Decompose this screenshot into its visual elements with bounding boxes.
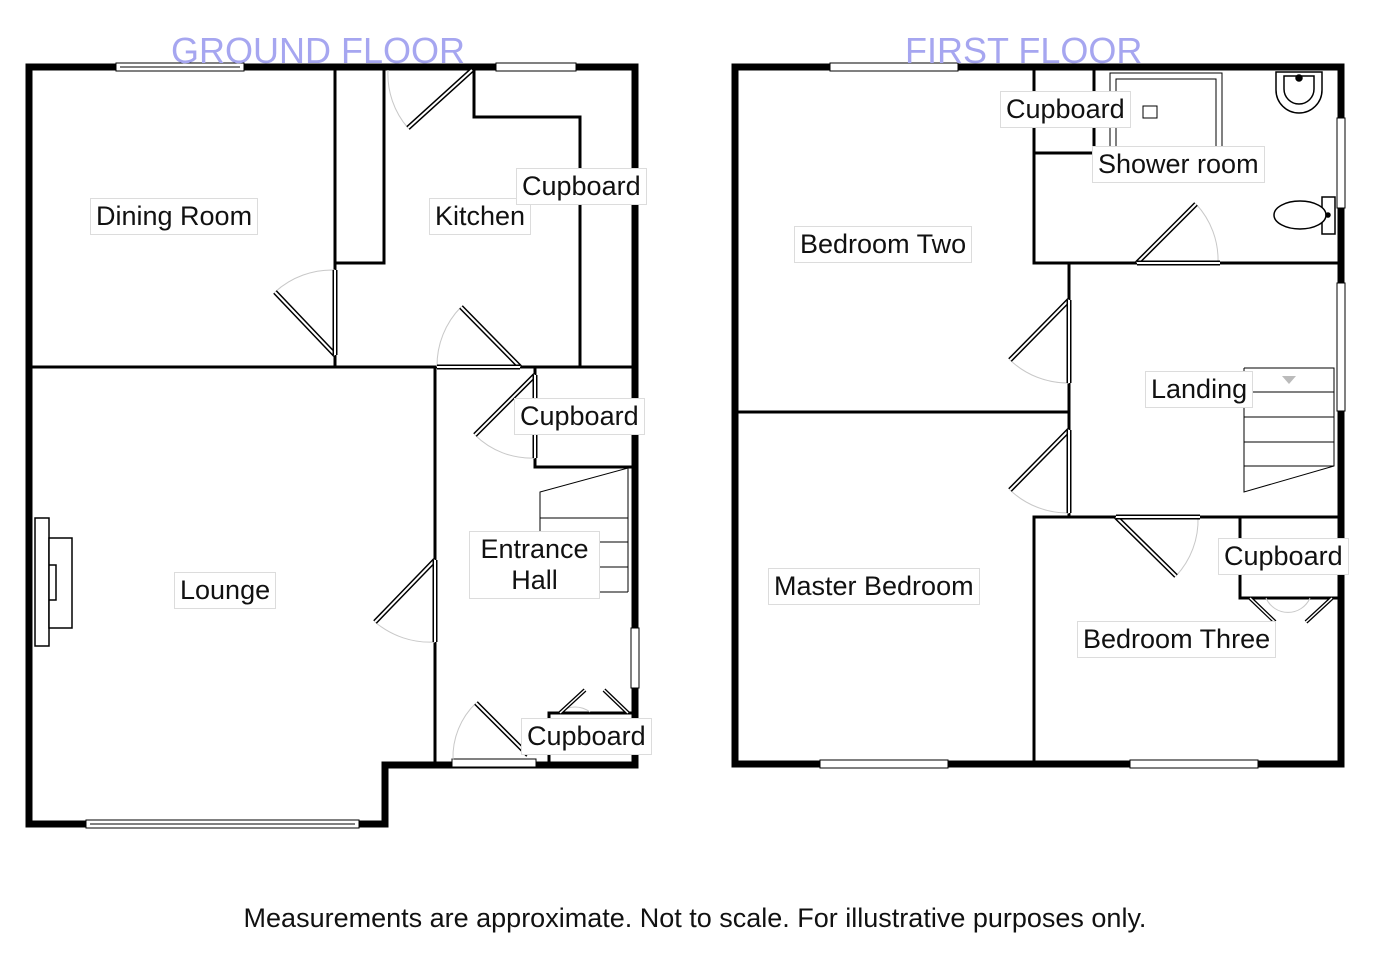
- door-master-bedroom: [1008, 428, 1072, 514]
- first-window-shower: [1336, 117, 1346, 209]
- fireplace-icon: [34, 517, 73, 647]
- first-outer-wall: [731, 63, 1345, 768]
- room-label-master-bedroom: Master Bedroom: [768, 568, 980, 605]
- room-label-hall-cupboard-lower: Cupboard: [521, 718, 652, 755]
- door-lounge: [373, 558, 438, 643]
- ground-windows: [85, 62, 640, 829]
- floor-title-first: FIRST FLOOR: [905, 30, 1143, 71]
- floor-title-ground: GROUND FLOOR: [171, 30, 466, 71]
- room-label-entrance-hall: Entrance Hall: [469, 531, 600, 599]
- room-label-hall-cupboard-upper: Cupboard: [514, 398, 645, 435]
- ground-kitchen-notch: [472, 68, 582, 369]
- room-label-bedroom-three-cupboard: Cupboard: [1218, 538, 1349, 575]
- room-label-lounge: Lounge: [174, 572, 277, 609]
- room-label-bedroom-three: Bedroom Three: [1077, 621, 1277, 658]
- toilet-icon: [1273, 196, 1336, 235]
- ground-doors: [273, 68, 630, 761]
- first-window-bed3: [1129, 759, 1259, 769]
- first-window-master: [819, 759, 949, 769]
- basin-icon: [1275, 71, 1323, 114]
- room-label-bedroom-two: Bedroom Two: [794, 226, 973, 263]
- first-window-bed2: [829, 62, 959, 72]
- first-window-landing: [1336, 282, 1346, 412]
- door-bedroom-three: [1114, 514, 1200, 578]
- door-bedroom-two: [1008, 298, 1072, 384]
- room-label-shower-room: Shower room: [1092, 146, 1265, 183]
- door-cupboard-upper: [473, 373, 538, 459]
- ground-window-hall: [630, 627, 640, 689]
- first-doors: [1008, 202, 1334, 624]
- ground-front-door: [451, 758, 537, 768]
- room-label-landing: Landing: [1145, 371, 1254, 408]
- ground-chimney-recess: [333, 68, 386, 265]
- ground-outer-wall: [25, 63, 639, 828]
- room-label-first-cupboard: Cupboard: [1000, 91, 1131, 128]
- disclaimer-text: Measurements are approximate. Not to sca…: [243, 903, 1147, 933]
- door-dining: [273, 269, 338, 357]
- first-stairs: [1243, 367, 1335, 493]
- room-label-dining-room: Dining Room: [90, 198, 259, 235]
- room-label-kitchen: Kitchen: [429, 198, 532, 235]
- ground-window-kitchen: [495, 62, 577, 72]
- door-kitchen-back: [387, 68, 474, 130]
- door-cupboard-bed3: [1248, 596, 1334, 624]
- door-cupboard-lower: [558, 688, 630, 715]
- door-shower: [1135, 202, 1220, 266]
- first-windows: [819, 62, 1346, 769]
- door-kitchen-hall: [436, 305, 522, 370]
- room-label-kitchen-cupboard: Cupboard: [516, 168, 647, 205]
- door-front: [452, 701, 530, 761]
